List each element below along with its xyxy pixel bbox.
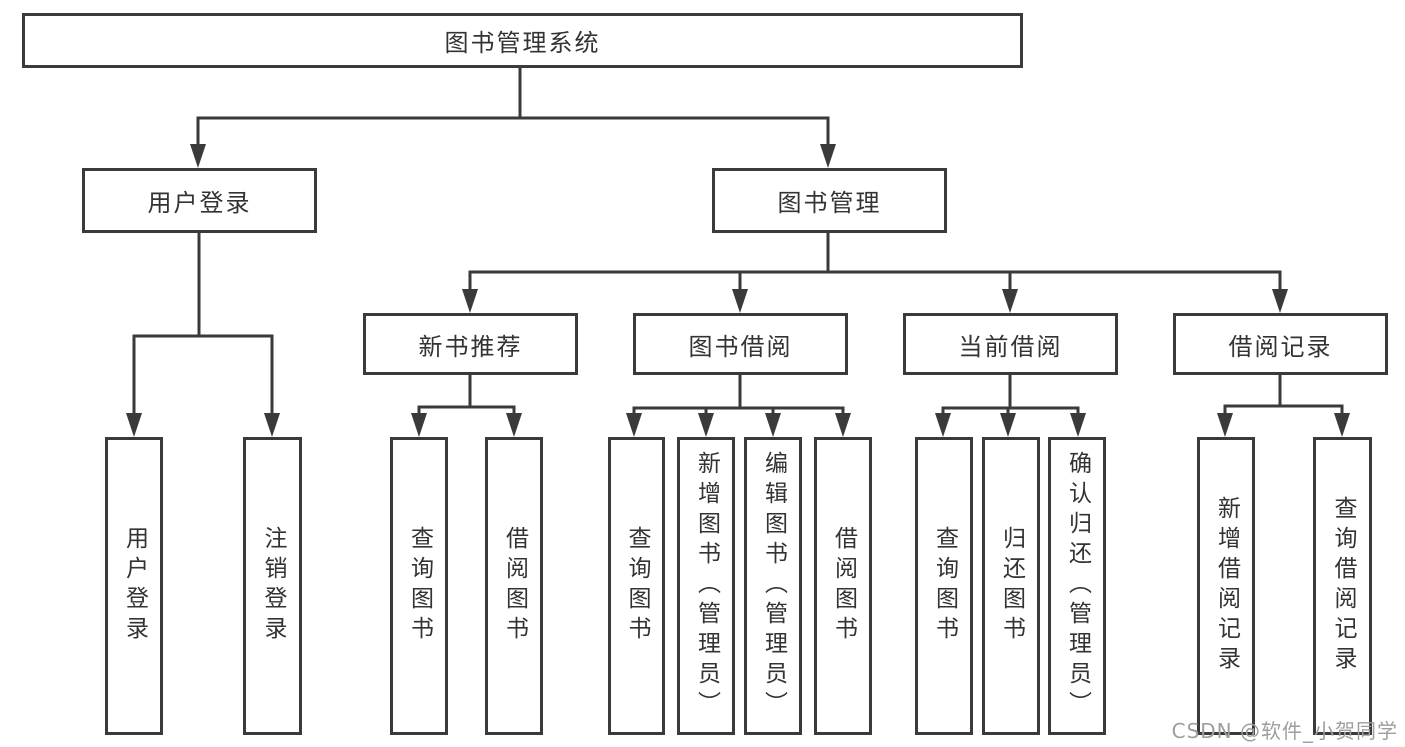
connector-root-to-level2 (190, 68, 836, 168)
leaf-query-books-borrow: 查询图书 (608, 437, 665, 735)
leaf-borrow-books: 借阅图书 (814, 437, 872, 735)
leaf-add-books-admin: 新增图书（管理员） (677, 437, 735, 735)
node-book-management: 图书管理 (712, 168, 947, 233)
leaf-query-borrow-record-label: 查询借阅记录 (1330, 496, 1356, 676)
leaf-query-borrow-record: 查询借阅记录 (1313, 437, 1372, 735)
node-current-borrowing: 当前借阅 (903, 313, 1118, 375)
leaf-user-login-label: 用户登录 (121, 526, 148, 646)
leaf-add-borrow-record: 新增借阅记录 (1197, 437, 1255, 735)
leaf-add-borrow-record-label: 新增借阅记录 (1213, 496, 1240, 676)
connector-borrowing-records-to-leaves (1217, 375, 1350, 437)
connector-book-management-to-level3 (462, 233, 1288, 313)
leaf-confirm-return-admin-label: 确认归还（管理员） (1064, 451, 1091, 721)
node-root-library-management-system: 图书管理系统 (22, 13, 1023, 68)
leaf-add-books-admin-label: 新增图书（管理员） (693, 451, 720, 721)
leaf-borrow-books-recommend: 借阅图书 (485, 437, 543, 735)
leaf-return-books: 归还图书 (982, 437, 1040, 735)
csdn-watermark: CSDN @软件_小贺同学 (1171, 719, 1398, 743)
connector-new-book-recommendation-to-leaves (411, 375, 522, 437)
leaf-return-books-label: 归还图书 (998, 526, 1025, 646)
leaf-query-books-recommend-label: 查询图书 (406, 526, 433, 646)
leaf-query-books-current-label: 查询图书 (931, 526, 958, 646)
node-borrowing-records: 借阅记录 (1173, 313, 1388, 375)
leaf-query-books-current: 查询图书 (915, 437, 973, 735)
connector-current-borrowing-to-leaves (935, 375, 1086, 437)
leaf-user-login: 用户登录 (105, 437, 163, 735)
node-book-borrowing: 图书借阅 (633, 313, 848, 375)
node-new-book-recommendation: 新书推荐 (363, 313, 578, 375)
leaf-query-books-recommend: 查询图书 (390, 437, 448, 735)
leaf-logout: 注销登录 (243, 437, 302, 735)
leaf-logout-label: 注销登录 (260, 526, 286, 646)
connector-user-login-to-leaves (126, 233, 280, 437)
node-user-login: 用户登录 (82, 168, 317, 233)
connector-book-borrowing-to-leaves (626, 375, 851, 437)
leaf-edit-books-admin: 编辑图书（管理员） (744, 437, 802, 735)
leaf-borrow-books-label: 借阅图书 (830, 526, 857, 646)
leaf-borrow-books-recommend-label: 借阅图书 (501, 526, 528, 646)
leaf-query-books-borrow-label: 查询图书 (624, 526, 650, 646)
leaf-confirm-return-admin: 确认归还（管理员） (1048, 437, 1106, 735)
leaf-edit-books-admin-label: 编辑图书（管理员） (760, 451, 787, 721)
